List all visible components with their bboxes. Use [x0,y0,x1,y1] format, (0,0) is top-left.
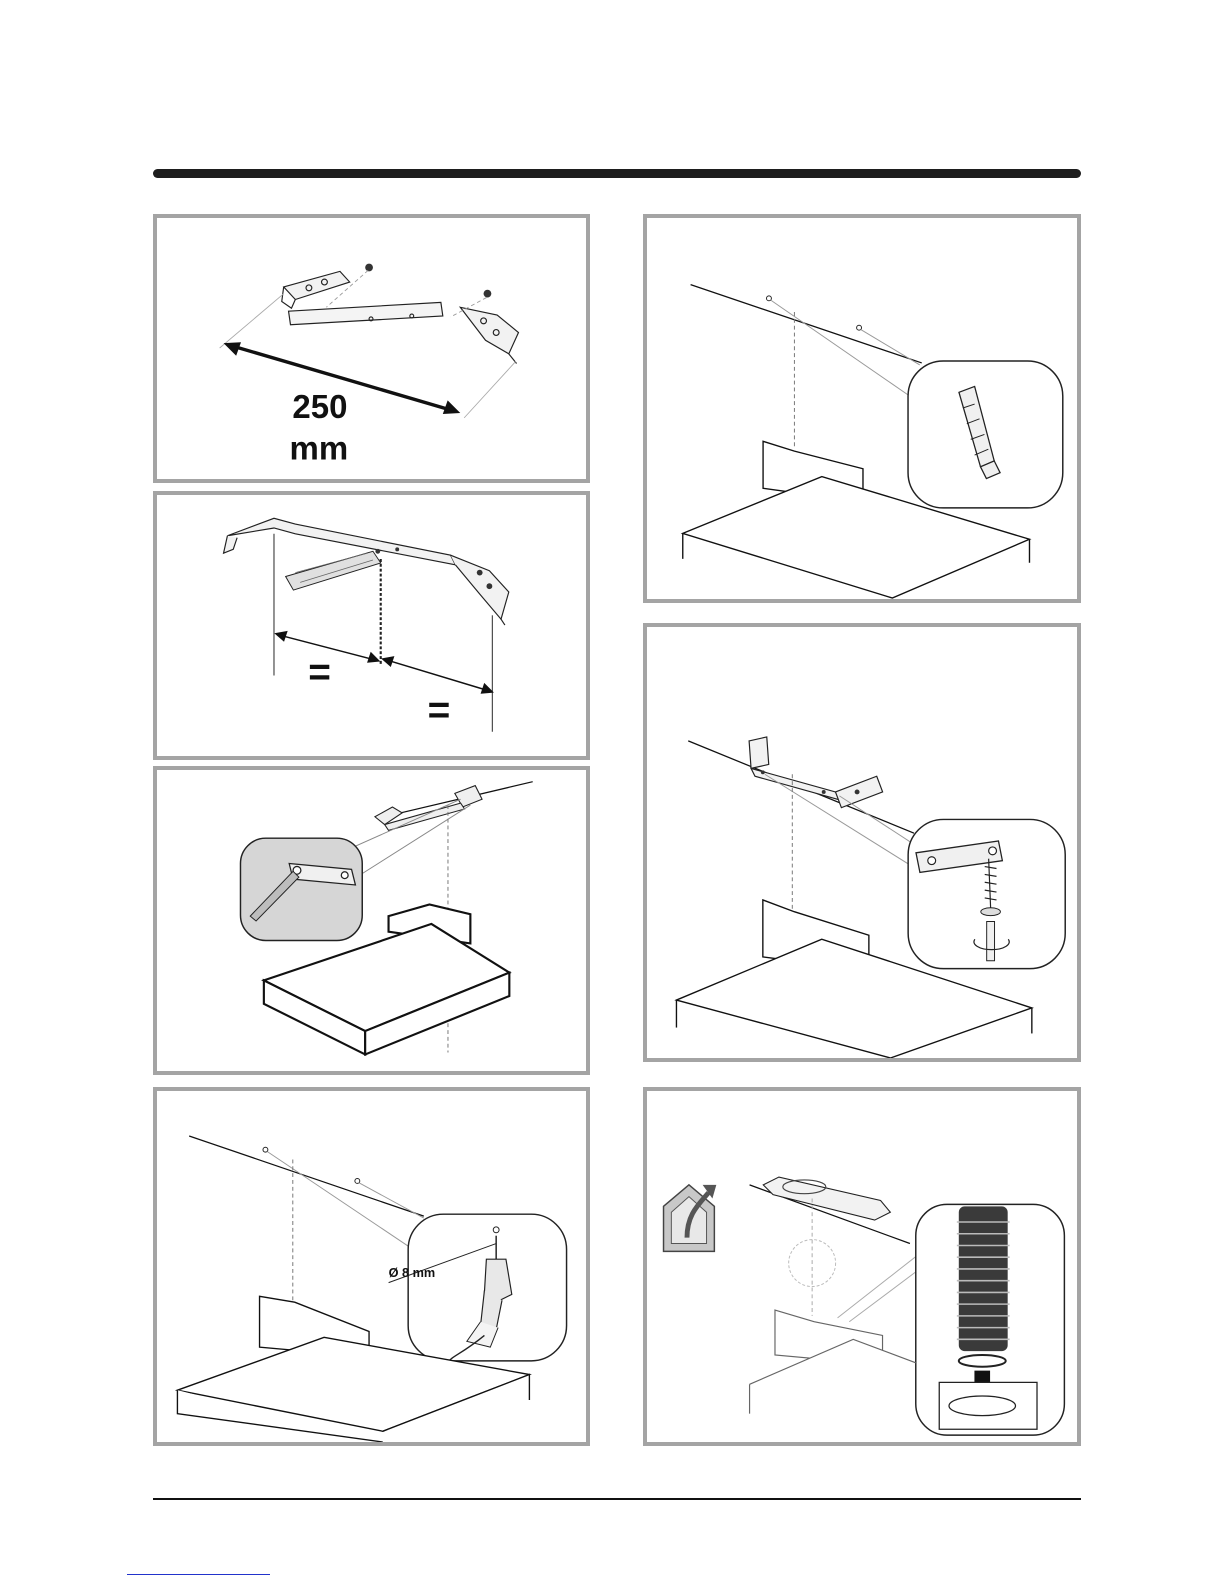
bottom-rule [153,1498,1081,1500]
panel-connect-duct [643,1087,1081,1446]
ducting-house-icon [664,1185,717,1251]
panel-drill-holes: Ø 8 mm [153,1087,590,1446]
top-rule [153,169,1081,178]
bracket-spacing-illustration: 250 mm [157,218,586,479]
callout-bubble [240,838,362,940]
panel-center-marks: = = [153,491,590,760]
right-equal-mark: = [428,689,451,732]
distance-unit: mm [290,430,349,467]
drill-diameter-label: Ø 8 mm [389,1265,436,1280]
left-equal-mark: = [308,651,331,694]
distance-value: 250 [292,388,347,425]
screw-bracket-illustration [647,627,1077,1058]
panel-screw-bracket [643,623,1081,1062]
link-underline [127,1574,270,1575]
center-marks-illustration: = = [157,495,586,756]
panel-wall-plugs [643,214,1081,603]
mark-ceiling-illustration [157,770,586,1071]
wall-plugs-illustration [647,218,1077,599]
panel-mark-ceiling [153,766,590,1075]
drill-holes-illustration: Ø 8 mm [157,1091,586,1442]
connect-duct-illustration [647,1091,1077,1442]
panel-bracket-spacing: 250 mm [153,214,590,483]
